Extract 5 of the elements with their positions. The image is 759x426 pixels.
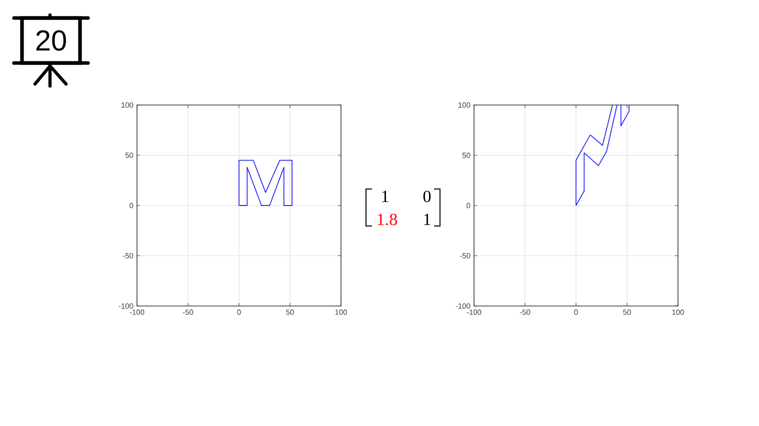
matrix-entry: 0 xyxy=(423,190,431,202)
matrix-entry: 1 xyxy=(382,190,388,202)
matrix-entry: 1 xyxy=(424,214,430,225)
presentation-board: 20 xyxy=(12,13,90,88)
matrix-entry: 1.8 xyxy=(378,214,397,226)
